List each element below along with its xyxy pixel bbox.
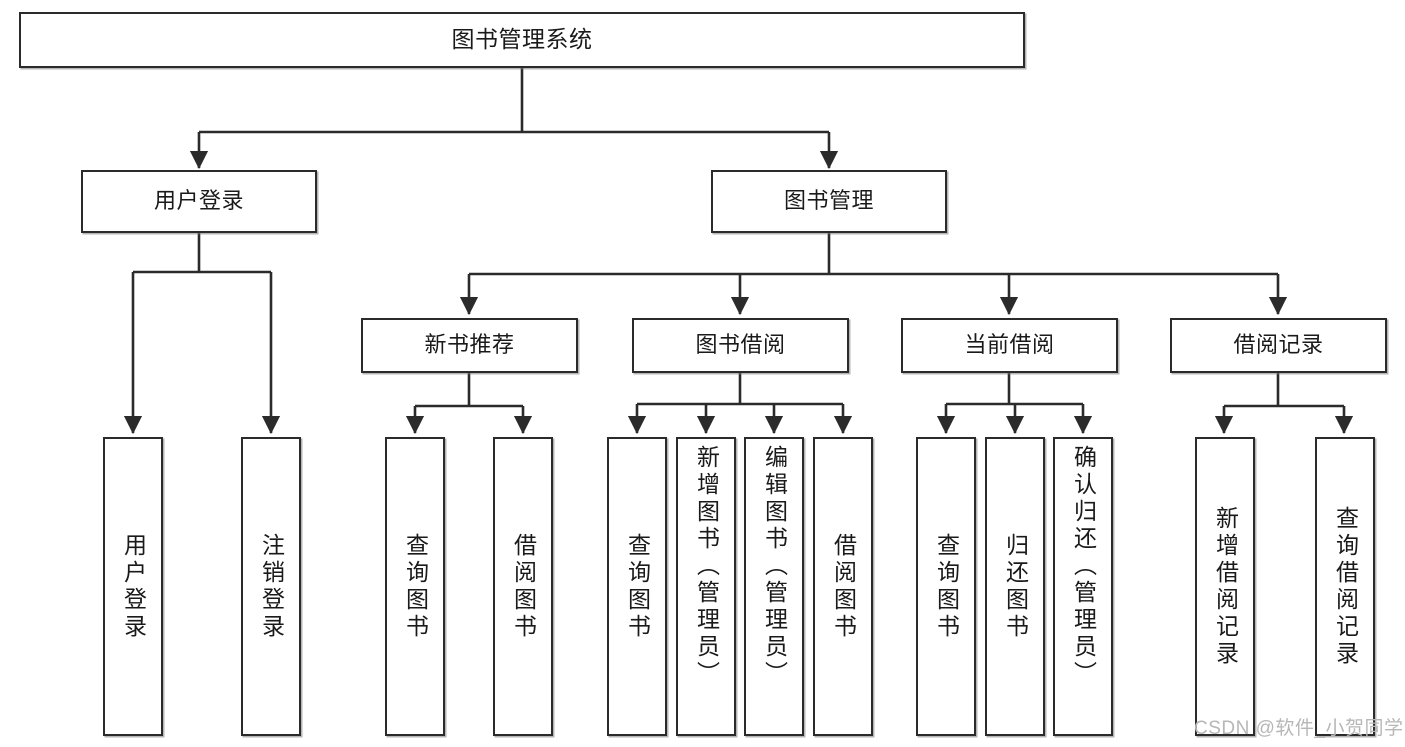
node-leaf-add-record[interactable]: 新增借阅记录 — [1195, 437, 1255, 736]
node-new-book-recommend[interactable]: 新书推荐 — [361, 318, 578, 373]
node-leaf-confirm-return[interactable]: 确认归还（管理员） — [1053, 437, 1113, 736]
node-leaf-query-book-3[interactable]: 查询图书 — [916, 437, 976, 736]
node-leaf-logout[interactable]: 注销登录 — [241, 437, 301, 736]
node-leaf-edit-book-label: 编辑图书（管理员） — [761, 445, 788, 688]
node-leaf-query-book-3-label: 查询图书 — [933, 532, 960, 641]
node-leaf-add-record-label: 新增借阅记录 — [1212, 505, 1239, 668]
node-leaf-add-book[interactable]: 新增图书（管理员） — [676, 437, 736, 736]
node-leaf-query-book-1[interactable]: 查询图书 — [385, 437, 445, 736]
node-leaf-logout-label: 注销登录 — [258, 532, 285, 641]
node-leaf-user-login-label: 用户登录 — [120, 532, 147, 641]
node-user-login-label: 用户登录 — [153, 188, 244, 214]
node-leaf-return-book[interactable]: 归还图书 — [985, 437, 1045, 736]
node-leaf-borrow-book-2-label: 借阅图书 — [830, 532, 857, 641]
node-leaf-borrow-book-1-label: 借阅图书 — [510, 532, 537, 641]
node-leaf-return-book-label: 归还图书 — [1002, 532, 1029, 641]
node-book-management[interactable]: 图书管理 — [711, 170, 947, 233]
node-leaf-query-book-2-label: 查询图书 — [624, 532, 651, 641]
node-borrow-record[interactable]: 借阅记录 — [1170, 318, 1387, 373]
node-current-borrow-label: 当前借阅 — [964, 332, 1055, 358]
node-leaf-borrow-book-2[interactable]: 借阅图书 — [813, 437, 873, 736]
watermark: CSDN @软件_小贺同学 — [1194, 718, 1404, 739]
node-leaf-query-book-1-label: 查询图书 — [402, 532, 429, 641]
node-book-borrow[interactable]: 图书借阅 — [632, 318, 849, 373]
node-leaf-confirm-return-label: 确认归还（管理员） — [1070, 445, 1097, 688]
node-user-login[interactable]: 用户登录 — [81, 170, 317, 233]
node-root-label: 图书管理系统 — [451, 26, 593, 53]
node-leaf-query-record-label: 查询借阅记录 — [1332, 505, 1359, 668]
node-leaf-add-book-label: 新增图书（管理员） — [693, 445, 720, 688]
node-current-borrow[interactable]: 当前借阅 — [901, 318, 1118, 373]
node-book-borrow-label: 图书借阅 — [695, 332, 786, 358]
node-new-book-recommend-label: 新书推荐 — [424, 332, 515, 358]
node-borrow-record-label: 借阅记录 — [1233, 332, 1324, 358]
node-root[interactable]: 图书管理系统 — [19, 12, 1025, 68]
node-leaf-edit-book[interactable]: 编辑图书（管理员） — [744, 437, 804, 736]
node-leaf-query-book-2[interactable]: 查询图书 — [607, 437, 667, 736]
node-leaf-borrow-book-1[interactable]: 借阅图书 — [493, 437, 553, 736]
node-leaf-query-record[interactable]: 查询借阅记录 — [1315, 437, 1375, 736]
node-book-management-label: 图书管理 — [783, 188, 874, 214]
node-leaf-user-login[interactable]: 用户登录 — [103, 437, 163, 736]
